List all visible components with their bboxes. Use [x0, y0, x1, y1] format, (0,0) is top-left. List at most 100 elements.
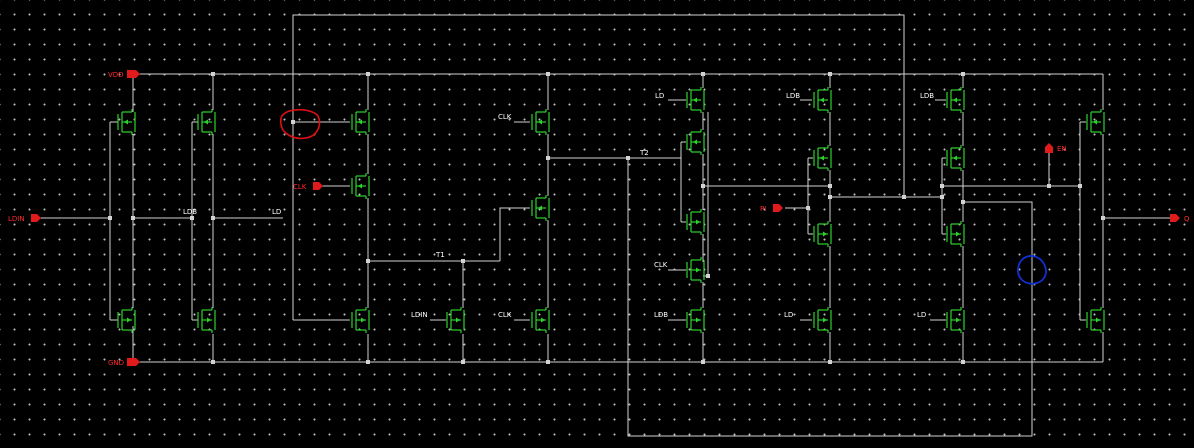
pin-ldin-icon[interactable]	[31, 214, 41, 222]
pins: VDD GND LDIN CLK PI EN Q	[8, 70, 1190, 367]
net-label-ldin: LDIN	[411, 311, 428, 319]
junction-dot	[1101, 216, 1105, 220]
blue-circle-annotation	[1017, 255, 1047, 285]
nmos-transistor[interactable]	[686, 306, 705, 334]
nmos-transistor[interactable]	[531, 306, 550, 334]
net-label-ldb: LDB	[920, 92, 934, 100]
junction-dot	[108, 216, 112, 220]
nmos-transistor[interactable]	[813, 220, 832, 248]
pmos-transistor[interactable]	[686, 86, 705, 114]
pmos-transistor[interactable]	[351, 108, 370, 136]
net-label-t2: T2	[639, 149, 649, 157]
junction-dot	[806, 206, 810, 210]
pin-en-icon[interactable]	[1045, 143, 1053, 153]
nmos-transistor[interactable]	[1086, 306, 1105, 334]
pmos-transistor[interactable]	[813, 144, 832, 172]
nmos-transistor[interactable]	[686, 208, 705, 236]
junction-dot	[626, 156, 630, 160]
junction-dot	[961, 72, 965, 76]
pmos-transistor[interactable]	[686, 128, 705, 156]
net-label-ld: LD	[917, 311, 926, 319]
pin-clk-icon[interactable]	[313, 182, 323, 190]
pmos-transistor[interactable]	[1086, 108, 1105, 136]
junction-dot	[366, 259, 370, 263]
nmos-transistor[interactable]	[117, 306, 136, 334]
pmos-transistor[interactable]	[813, 86, 832, 114]
net-label-ldb: LDB	[654, 311, 668, 319]
junction-dot	[902, 195, 906, 199]
junction-dot	[131, 216, 135, 220]
pmos-transistor[interactable]	[197, 108, 216, 136]
net-label-ld: LD	[655, 92, 664, 100]
feedback-wire-bottom[interactable]	[627, 160, 1033, 437]
pin-en-label: EN	[1057, 145, 1067, 153]
net-label-clk: CLK	[654, 261, 668, 269]
junction-dot	[706, 274, 710, 278]
junction-dot	[211, 360, 215, 364]
junction-dot	[211, 72, 215, 76]
transistors	[117, 86, 1105, 334]
junction-dot	[461, 360, 465, 364]
pmos-transistor[interactable]	[351, 172, 370, 200]
pin-gnd-icon[interactable]	[127, 358, 140, 366]
red-circle-annotation	[279, 108, 321, 140]
nmos-transistor[interactable]	[197, 306, 216, 334]
junctions	[108, 72, 1105, 364]
nmos-transistor[interactable]	[813, 306, 832, 334]
net-label-t1: T1	[435, 251, 445, 259]
junction-dot	[366, 72, 370, 76]
pmos-transistor[interactable]	[946, 144, 965, 172]
junction-dot	[961, 360, 965, 364]
pin-gnd-label: GND	[108, 359, 124, 367]
nmos-transistor[interactable]	[686, 256, 705, 284]
junction-dot	[828, 360, 832, 364]
junction-dot	[546, 360, 550, 364]
pmos-transistor[interactable]	[531, 194, 550, 222]
junction-dot	[546, 156, 550, 160]
junction-dot	[291, 120, 295, 124]
junction-dot	[701, 72, 705, 76]
feedback-wire-top[interactable]	[292, 14, 905, 320]
wire[interactable]	[499, 207, 530, 261]
net-label-ld: LD	[272, 208, 281, 216]
pin-pi-label: PI	[760, 205, 766, 213]
pin-pi-icon[interactable]	[773, 204, 783, 212]
junction-dot	[961, 200, 965, 204]
junction-dot	[546, 72, 550, 76]
net-labels: LDB LD T1 T2 LDIN CLK CLK CLK LD LDB LDB…	[183, 92, 934, 319]
nmos-transistor[interactable]	[946, 306, 965, 334]
net-label-clk: CLK	[498, 311, 512, 319]
junction-dot	[828, 184, 832, 188]
net-label-ldb: LDB	[183, 208, 197, 216]
nmos-transistor[interactable]	[351, 306, 370, 334]
nmos-transistor[interactable]	[446, 306, 465, 334]
net-label-clk: CLK	[498, 113, 512, 121]
junction-dot	[366, 360, 370, 364]
wires	[40, 14, 1170, 437]
junction-dot	[828, 72, 832, 76]
junction-dot	[701, 360, 705, 364]
net-label-ldb: LDB	[786, 92, 800, 100]
nmos-transistor[interactable]	[946, 220, 965, 248]
pin-vdd-label: VDD	[108, 71, 124, 79]
junction-dot	[940, 184, 944, 188]
pmos-transistor[interactable]	[946, 86, 965, 114]
pin-vdd-icon[interactable]	[127, 70, 140, 78]
junction-dot	[1078, 184, 1082, 188]
pin-ldin-label: LDIN	[8, 215, 25, 223]
pin-q-icon[interactable]	[1170, 214, 1180, 222]
junction-dot	[190, 216, 194, 220]
junction-dot	[211, 216, 215, 220]
junction-dot	[701, 184, 705, 188]
junction-dot	[1047, 184, 1051, 188]
net-label-ld: LD	[784, 311, 793, 319]
pmos-transistor[interactable]	[531, 108, 550, 136]
pin-q-label: Q	[1184, 215, 1190, 223]
junction-dot	[940, 195, 944, 199]
supply-rails	[132, 73, 1103, 363]
pmos-transistor[interactable]	[117, 108, 136, 136]
junction-dot	[828, 195, 832, 199]
pin-clk-label: CLK	[293, 183, 307, 191]
